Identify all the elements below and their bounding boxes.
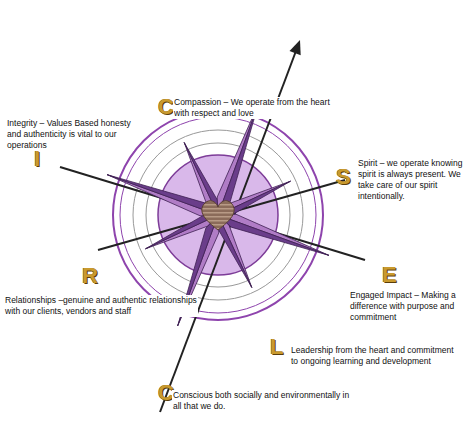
star-point (217, 104, 258, 215)
star-point (218, 104, 258, 215)
value-letter: E (382, 264, 397, 286)
star-point (107, 175, 218, 215)
star-point (218, 215, 329, 255)
value-letter: C (158, 96, 174, 118)
value-description: Integrity – Values Based honesty and aut… (6, 118, 134, 151)
heart (202, 201, 234, 230)
value-description: Spirit – we operate knowing spirit is al… (357, 158, 471, 202)
value-letter: I (34, 148, 40, 170)
value-description: Leadership from the heart and commitment… (290, 345, 457, 367)
value-description: Engaged Impact – Making a difference wit… (349, 290, 471, 323)
value-description: Conscious both socially and environmenta… (172, 390, 359, 412)
star-point (218, 214, 329, 255)
arrow-head (290, 40, 301, 55)
compass-rings (113, 110, 323, 320)
value-description: Compassion – We operate from the heart w… (173, 97, 343, 119)
compass-star (107, 104, 329, 326)
value-letter: L (270, 336, 283, 358)
value-letter: S (336, 166, 351, 188)
value-letter: R (82, 265, 98, 287)
value-description: Relationships –genuine and authentic rel… (4, 295, 198, 317)
